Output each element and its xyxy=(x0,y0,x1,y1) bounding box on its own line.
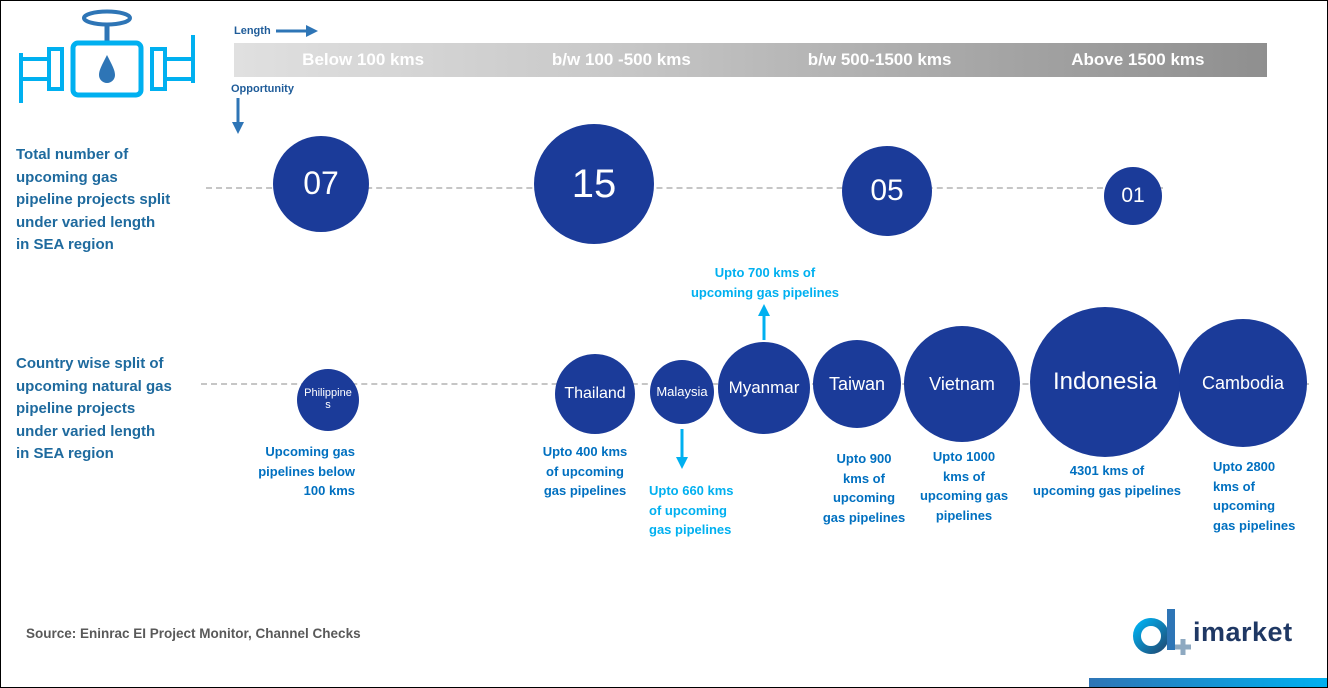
caption-indonesia: 4301 kms of upcoming gas pipelines xyxy=(1032,463,1182,498)
bottom-accent-bar xyxy=(1089,678,1327,687)
dashed-guide-line-row1 xyxy=(206,187,1163,189)
header-100-500-kms: b/w 100 -500 kms xyxy=(551,50,691,69)
right-arrow-icon xyxy=(275,25,318,37)
header-below-100-kms: Below 100 kms xyxy=(302,50,425,69)
length-axis-label: Length xyxy=(234,25,318,37)
length-category-header: Below 100 kms b/w 100 -500 kms b/w 500-1… xyxy=(234,43,1267,77)
country-bubble-thailand: Thailand xyxy=(555,354,635,434)
country-name: Vietnam xyxy=(929,373,995,394)
row1-label: Total number of upcoming gas pipeline pr… xyxy=(16,146,171,253)
country-name: Philippines xyxy=(304,387,352,411)
caption-malaysia: Upto 660 kms of upcoming gas pipelines xyxy=(649,483,734,537)
imarket-logo: imarket xyxy=(1129,603,1293,661)
country-name: Cambodia xyxy=(1201,372,1285,393)
country-name: Thailand xyxy=(564,384,626,402)
country-bubble-taiwan: Taiwan xyxy=(813,340,901,428)
length-label-text: Length xyxy=(234,25,271,37)
count-value: 01 xyxy=(1121,183,1145,207)
opportunity-axis-label: Opportunity xyxy=(231,83,294,95)
down-arrow-icon xyxy=(232,98,244,134)
logo-wordmark: imarket xyxy=(1193,616,1293,647)
imarket-logo-icon xyxy=(1133,609,1191,655)
pipeline-valve-icon xyxy=(19,9,195,103)
country-name: Taiwan xyxy=(828,373,886,394)
up-arrow-icon xyxy=(758,304,770,340)
count-value: 07 xyxy=(303,165,339,202)
caption-cambodia: Upto 2800 kms of upcoming gas pipelines xyxy=(1213,459,1296,533)
count-value: 15 xyxy=(571,162,617,206)
count-bubble-below-100: 07 xyxy=(273,136,369,232)
country-bubble-philippines: Philippines xyxy=(297,369,359,431)
caption-philippines: Upcoming gas pipelines below 100 kms xyxy=(258,444,355,498)
count-bubble-100-500: 15 xyxy=(534,124,654,244)
country-name: Malaysia xyxy=(656,384,708,400)
country-bubble-vietnam: Vietnam xyxy=(904,326,1020,442)
down-arrow-icon-malaysia xyxy=(676,429,688,469)
country-bubble-malaysia: Malaysia xyxy=(650,360,714,424)
count-bubble-above-1500: 01 xyxy=(1104,167,1162,225)
caption-myanmar: Upto 700 kms of upcoming gas pipelines xyxy=(690,265,840,300)
caption-vietnam: Upto 1000 kms of upcoming gas pipelines xyxy=(919,449,1009,523)
count-value: 05 xyxy=(870,174,904,208)
country-bubble-myanmar: Myanmar xyxy=(718,342,810,434)
country-bubble-cambodia: Cambodia xyxy=(1179,319,1307,447)
header-above-1500-kms: Above 1500 kms xyxy=(1071,50,1205,69)
source-text: Source: Eninrac EI Project Monitor, Chan… xyxy=(26,626,361,641)
caption-thailand: Upto 400 kms of upcoming gas pipelines xyxy=(542,444,628,498)
caption-taiwan: Upto 900 kms of upcoming gas pipelines xyxy=(822,451,906,525)
country-bubble-indonesia: Indonesia xyxy=(1030,307,1180,457)
country-name: Myanmar xyxy=(728,378,800,398)
row2-label: Country wise split of upcoming natural g… xyxy=(16,355,172,462)
country-name: Indonesia xyxy=(1052,368,1158,396)
header-500-1500-kms: b/w 500-1500 kms xyxy=(807,50,952,69)
count-bubble-500-1500: 05 xyxy=(842,146,932,236)
